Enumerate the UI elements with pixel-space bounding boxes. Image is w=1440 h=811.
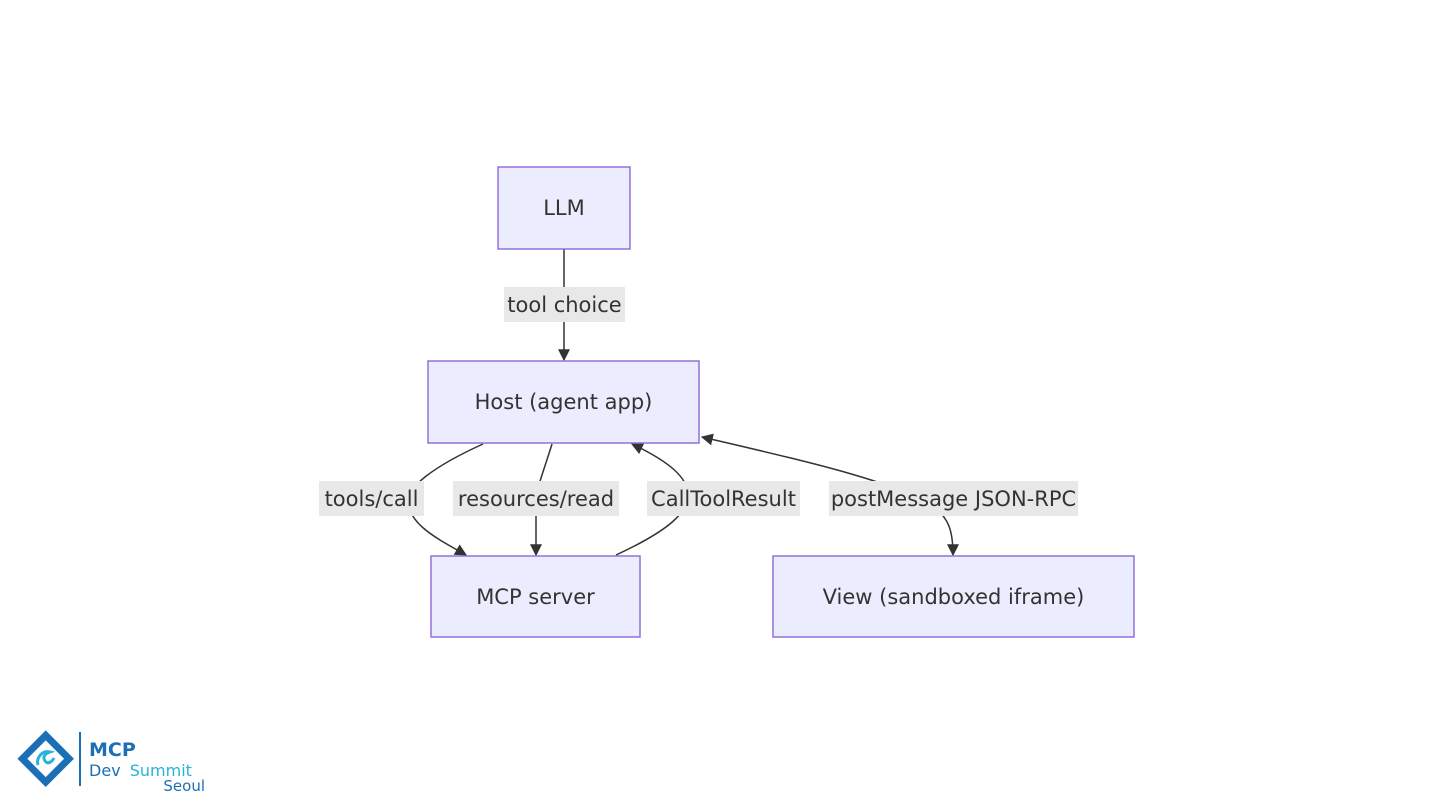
node-host: Host (agent app): [427, 360, 700, 444]
edge-label-text: resources/read: [458, 487, 614, 511]
node-mcp-server: MCP server: [430, 555, 641, 638]
logo-dev-summit: Dev Summit: [89, 761, 192, 780]
edge-label-postmessage: postMessage JSON-RPC: [829, 481, 1078, 516]
edge-label-resources-read: resources/read: [453, 481, 619, 516]
node-label: View (sandboxed iframe): [823, 585, 1085, 609]
edge-label-text: tool choice: [507, 293, 621, 317]
node-label: Host (agent app): [475, 390, 653, 414]
edge-label-calltoolresult: CallToolResult: [647, 481, 800, 516]
node-label: LLM: [543, 196, 585, 220]
edge-label-tools-call: tools/call: [319, 481, 424, 516]
logo-mcp: MCP: [89, 739, 136, 761]
logo-seoul: Seoul: [163, 777, 205, 795]
logo-dev: Dev: [89, 761, 121, 780]
logo-summit: Summit: [130, 761, 192, 780]
edge-label-text: CallToolResult: [651, 487, 796, 511]
diamond-logo-icon: [17, 730, 74, 787]
edge-label-tool-choice: tool choice: [504, 287, 625, 322]
edge-label-text: postMessage JSON-RPC: [831, 487, 1076, 511]
node-llm: LLM: [497, 166, 631, 250]
node-label: MCP server: [476, 585, 595, 609]
edge-label-text: tools/call: [325, 487, 419, 511]
event-logo: MCP Dev Summit Seoul: [17, 730, 205, 795]
node-view: View (sandboxed iframe): [772, 555, 1135, 638]
